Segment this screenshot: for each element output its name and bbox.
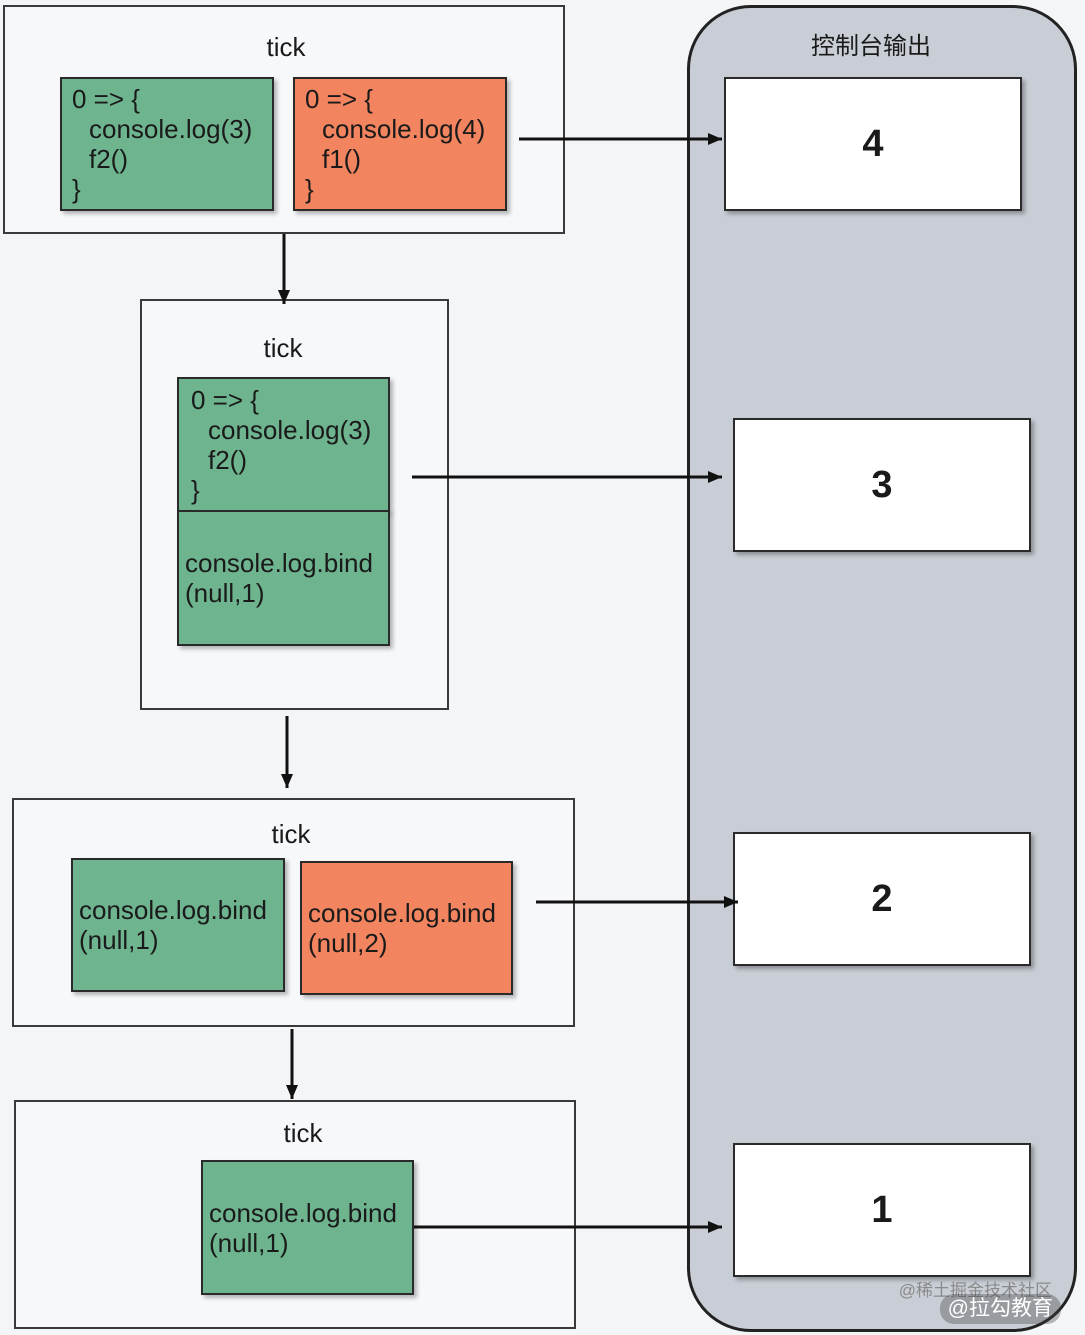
- task-line: (null,1): [79, 925, 159, 955]
- console-output-panel: [687, 5, 1077, 1332]
- watermark-juejin: @稀土掘金技术社区: [898, 1281, 1052, 1300]
- tick-2-task-green-fn: 0 => { console.log(3) f2() }: [177, 377, 390, 512]
- task-line: console.log.bind: [308, 898, 496, 928]
- task-line-body: f2(): [89, 144, 128, 174]
- task-line: console.log.bind: [185, 548, 373, 578]
- console-output-value-3: 3: [733, 418, 1031, 552]
- task-line-close: }: [72, 174, 81, 204]
- task-line: (null,2): [308, 928, 388, 958]
- watermark-lagou: @拉勾教育: [939, 1294, 1061, 1324]
- task-line-body: console.log(4): [322, 114, 486, 144]
- task-line: console.log.bind: [209, 1197, 397, 1228]
- task-line: (null,1): [185, 578, 265, 608]
- console-output-title: 控制台输出: [811, 33, 931, 60]
- tick-2-label: tick: [263, 333, 303, 363]
- task-line-body: console.log(3): [89, 114, 253, 144]
- tick-4-label: tick: [283, 1118, 323, 1148]
- tick-3-label: tick: [271, 819, 311, 849]
- task-line-open: 0 => {: [72, 84, 140, 114]
- console-output-value-4: 4: [724, 77, 1022, 211]
- tick-1-task-green: 0 => { console.log(3) f2() }: [60, 77, 274, 211]
- tick-3-task-green: console.log.bind (null,1): [71, 858, 285, 992]
- task-line: console.log.bind: [79, 895, 267, 925]
- task-line-open: 0 => {: [305, 84, 373, 114]
- tick-3-task-orange: console.log.bind (null,2): [300, 861, 513, 995]
- task-line-body: console.log(3): [208, 414, 372, 445]
- tick-1-label: tick: [266, 32, 306, 62]
- tick-4-task-green: console.log.bind (null,1): [201, 1160, 414, 1295]
- task-line-close: }: [305, 174, 314, 204]
- console-output-value-1: 1: [733, 1143, 1031, 1277]
- task-line-body: f2(): [208, 444, 247, 475]
- task-line: (null,1): [209, 1227, 289, 1258]
- task-line-open: 0 => {: [191, 384, 259, 415]
- tick-2-task-green-bind: console.log.bind (null,1): [177, 510, 390, 646]
- task-line-close: }: [191, 474, 200, 505]
- tick-1-task-orange: 0 => { console.log(4) f1() }: [293, 77, 507, 211]
- task-line-body: f1(): [322, 144, 361, 174]
- console-output-value-2: 2: [733, 832, 1031, 966]
